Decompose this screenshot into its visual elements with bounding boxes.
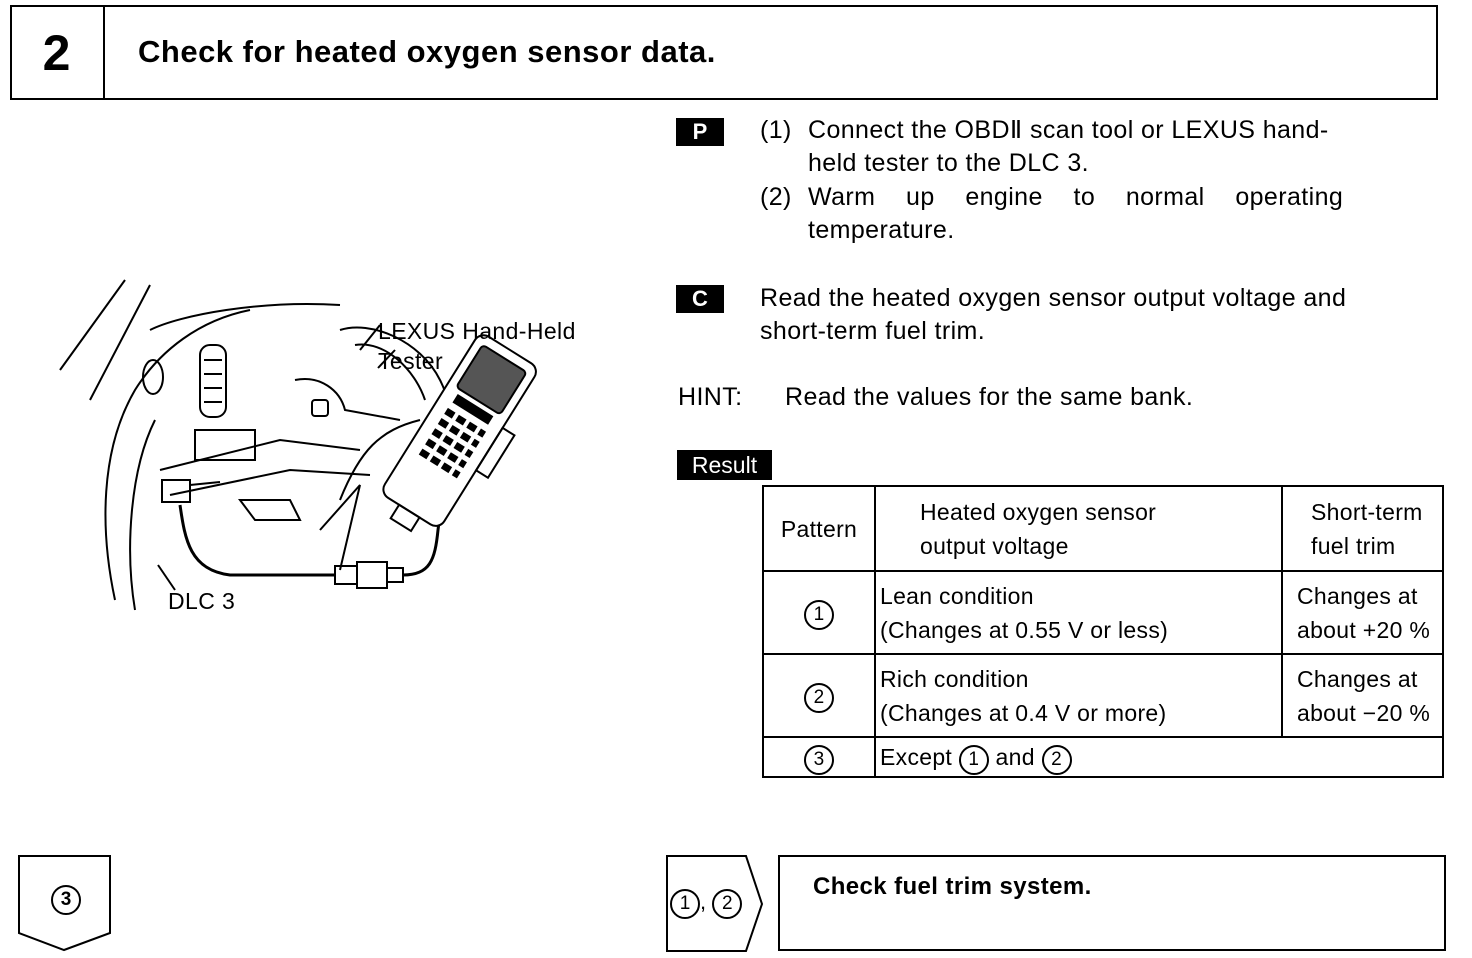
tester-label-line2: Tester xyxy=(378,348,444,374)
hint-text: Read the values for the same bank. xyxy=(785,383,1194,411)
prep-item1-line1: Connect the OBDⅡ scan tool or LEXUS hand… xyxy=(808,116,1329,144)
prep-tag: P xyxy=(676,118,724,146)
header-voltage: Heated oxygen sensor output voltage xyxy=(874,485,1283,572)
pattern-cell: 2 xyxy=(762,653,876,738)
pattern-3-badge: 3 xyxy=(804,744,834,775)
prep-item2-line2: temperature. xyxy=(808,216,955,244)
voltage-cell: Rich condition (Changes at 0.4 V or more… xyxy=(874,653,1283,738)
voltage-line1: Lean condition xyxy=(880,582,1034,609)
next-right-badge-2: 2 xyxy=(712,889,743,919)
pattern-cell: 1 xyxy=(762,570,876,655)
except-and-text: and xyxy=(995,743,1035,770)
trim-line1: Changes at xyxy=(1297,665,1418,692)
check-line1: Read the heated oxygen sensor output vol… xyxy=(760,284,1347,312)
table-row: 1 Lean condition (Changes at 0.55 V or l… xyxy=(762,570,1444,655)
check-tag: C xyxy=(676,285,724,313)
prep-item1-line2: held tester to the DLC 3. xyxy=(808,149,1089,177)
except-text: Except xyxy=(880,743,953,770)
result-table: Pattern Heated oxygen sensor output volt… xyxy=(762,485,1444,778)
check-line2: short-term fuel trim. xyxy=(760,317,986,345)
pattern-cell: 3 xyxy=(762,736,876,778)
table-row: 3 Except 1 and 2 xyxy=(762,736,1444,778)
next-action-text: Check fuel trim system. xyxy=(813,873,1092,900)
next-action-box xyxy=(778,855,1446,951)
tester-label-line1: LEXUS Hand-Held xyxy=(378,318,576,344)
voltage-line1: Rich condition xyxy=(880,665,1029,692)
voltage-cell: Lean condition (Changes at 0.55 V or les… xyxy=(874,570,1283,655)
header-pattern: Pattern xyxy=(762,485,876,572)
result-tag: Result xyxy=(677,450,772,480)
header-fuel-trim: Short-term fuel trim xyxy=(1281,485,1444,572)
trim-line2: about −20 % xyxy=(1297,699,1431,726)
table-row: 2 Rich condition (Changes at 0.4 V or mo… xyxy=(762,653,1444,738)
trim-cell: Changes at about +20 % xyxy=(1281,570,1444,655)
step-header xyxy=(10,5,1438,100)
prep-item1-number: (1) xyxy=(760,116,792,144)
voltage-line2: (Changes at 0.55 V or less) xyxy=(880,616,1169,643)
pattern-2-badge: 2 xyxy=(804,683,834,713)
header-voltage-line1: Heated oxygen sensor xyxy=(920,498,1157,525)
trim-line2: about +20 % xyxy=(1297,616,1431,643)
step-number: 2 xyxy=(10,5,105,100)
pattern-1-badge: 1 xyxy=(804,600,834,630)
table-header-row: Pattern Heated oxygen sensor output volt… xyxy=(762,485,1444,572)
step-title: Check for heated oxygen sensor data. xyxy=(138,34,716,69)
next-right-badge-1: 1 xyxy=(670,889,700,919)
prep-item2-line1: Warm up engine to normal operating xyxy=(808,183,1344,211)
trim-cell: Changes at about −20 % xyxy=(1281,653,1444,738)
next-right-sep: , xyxy=(700,889,707,914)
next-right-patterns: 1, 2 xyxy=(670,889,743,919)
prep-item2-number: (2) xyxy=(760,183,792,211)
header-trim-line2: fuel trim xyxy=(1311,532,1396,559)
next-left-pattern: 3 xyxy=(51,885,81,915)
voltage-line2: (Changes at 0.4 V or more) xyxy=(880,699,1167,726)
except-badge-2: 2 xyxy=(1041,744,1072,775)
except-cell: Except 1 and 2 xyxy=(874,736,1444,778)
hint-label: HINT: xyxy=(678,383,743,411)
except-badge-1: 1 xyxy=(958,744,989,775)
dlc-label: DLC 3 xyxy=(168,588,236,614)
trim-line1: Changes at xyxy=(1297,582,1418,609)
next-left-badge: 3 xyxy=(51,885,81,915)
tester-connection-illustration xyxy=(59,279,537,611)
header-trim-line1: Short-term xyxy=(1311,498,1423,525)
header-voltage-line2: output voltage xyxy=(920,532,1069,559)
